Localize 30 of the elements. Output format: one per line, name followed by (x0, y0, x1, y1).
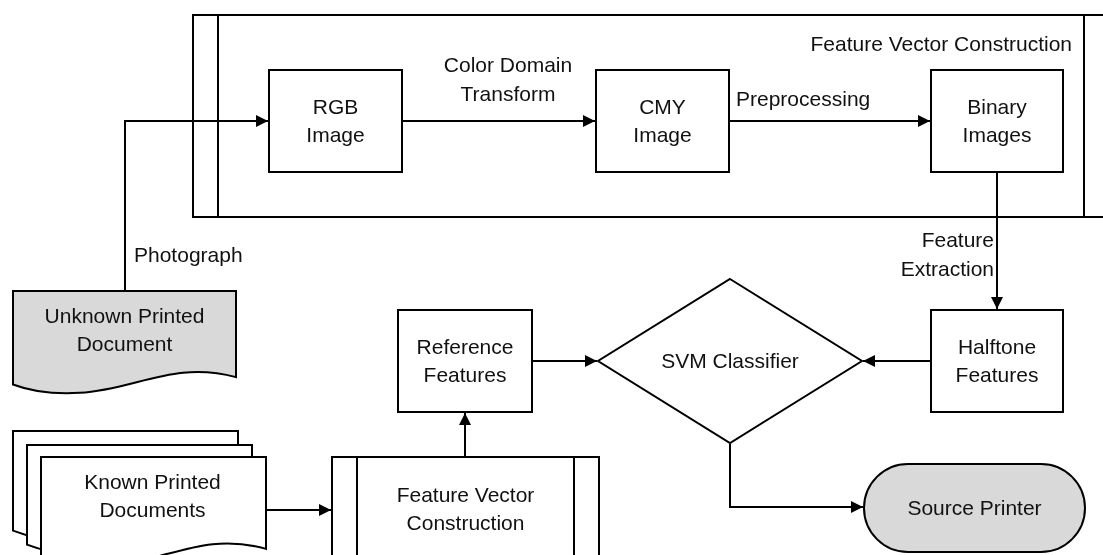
node-label: CMY Image (632, 93, 693, 148)
arrow (459, 412, 471, 457)
decision-diamond (597, 278, 863, 444)
node-label: Feature Vector Construction (395, 481, 536, 536)
predefined-process-box (331, 456, 600, 555)
arrow (402, 115, 596, 127)
process-group (192, 14, 1103, 216)
node-label: RGB Image (305, 93, 366, 148)
arrow (124, 115, 269, 291)
process-box (930, 309, 1064, 413)
document-shape (12, 290, 237, 397)
arrow (729, 115, 931, 127)
node-label: Unknown Printed Document (43, 302, 206, 357)
process-box (930, 69, 1064, 173)
multi-document-shape (12, 430, 265, 555)
arrow (991, 172, 1003, 310)
node-label: Source Printer (907, 494, 1042, 521)
arrow (729, 443, 864, 513)
node-label: Reference Features (415, 333, 515, 388)
process-box (268, 69, 403, 173)
node-label: Halftone Features (954, 333, 1040, 388)
arrow (532, 355, 598, 367)
process-box (397, 309, 533, 413)
arrow (862, 355, 931, 367)
node-label: Binary Images (961, 93, 1033, 148)
edge-label: Color Domain Transform (442, 52, 574, 108)
group-heading: Feature Vector Construction (810, 30, 1072, 57)
node-label: SVM Classifier (661, 347, 799, 374)
node-label: Known Printed Documents (83, 468, 222, 523)
process-box (595, 69, 730, 173)
